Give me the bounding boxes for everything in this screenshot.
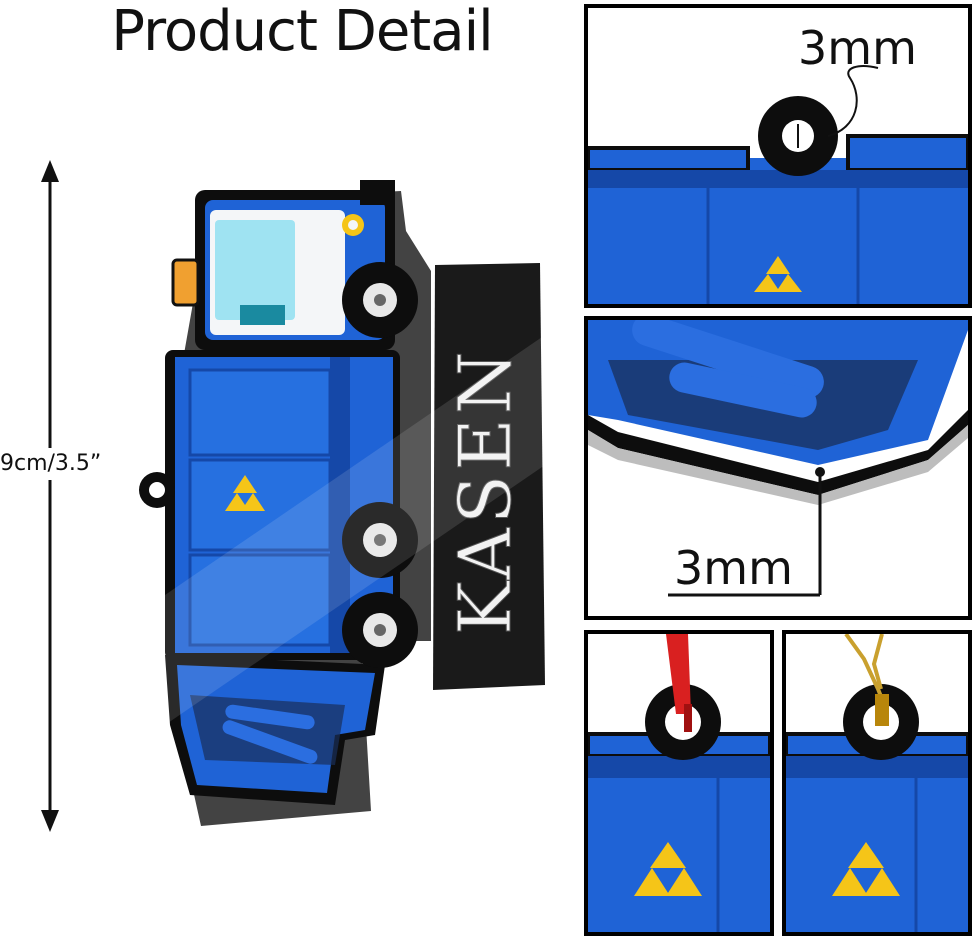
recycle-icon [754, 256, 802, 292]
recycle-icon [634, 842, 702, 896]
tire-icon [342, 592, 418, 668]
detail-panel-gold-string [782, 630, 972, 936]
thickness-label-edge: 3mm [674, 541, 793, 595]
tire-icon [758, 96, 838, 176]
recycle-icon [225, 475, 265, 511]
recycle-icon [342, 214, 364, 236]
tire-icon [342, 262, 418, 338]
height-dimension-arrow [41, 160, 59, 832]
detail-panel-thickness-edge: 3mm [584, 316, 972, 620]
page-title: Product Detail [111, 0, 493, 64]
height-dimension-label: 9cm/3.5” [0, 448, 120, 480]
recycle-icon [832, 842, 900, 896]
garbage-truck-ornament: KASEN [139, 180, 545, 826]
tire-icon [342, 502, 418, 578]
ornament-name: KASEN [443, 347, 527, 635]
thickness-label-top: 3mm [798, 21, 917, 75]
detail-panel-red-ribbon [584, 630, 774, 936]
detail-panel-thickness-top: 3mm [584, 4, 972, 308]
truck-hopper [165, 655, 385, 805]
name-banner: KASEN [433, 263, 545, 690]
